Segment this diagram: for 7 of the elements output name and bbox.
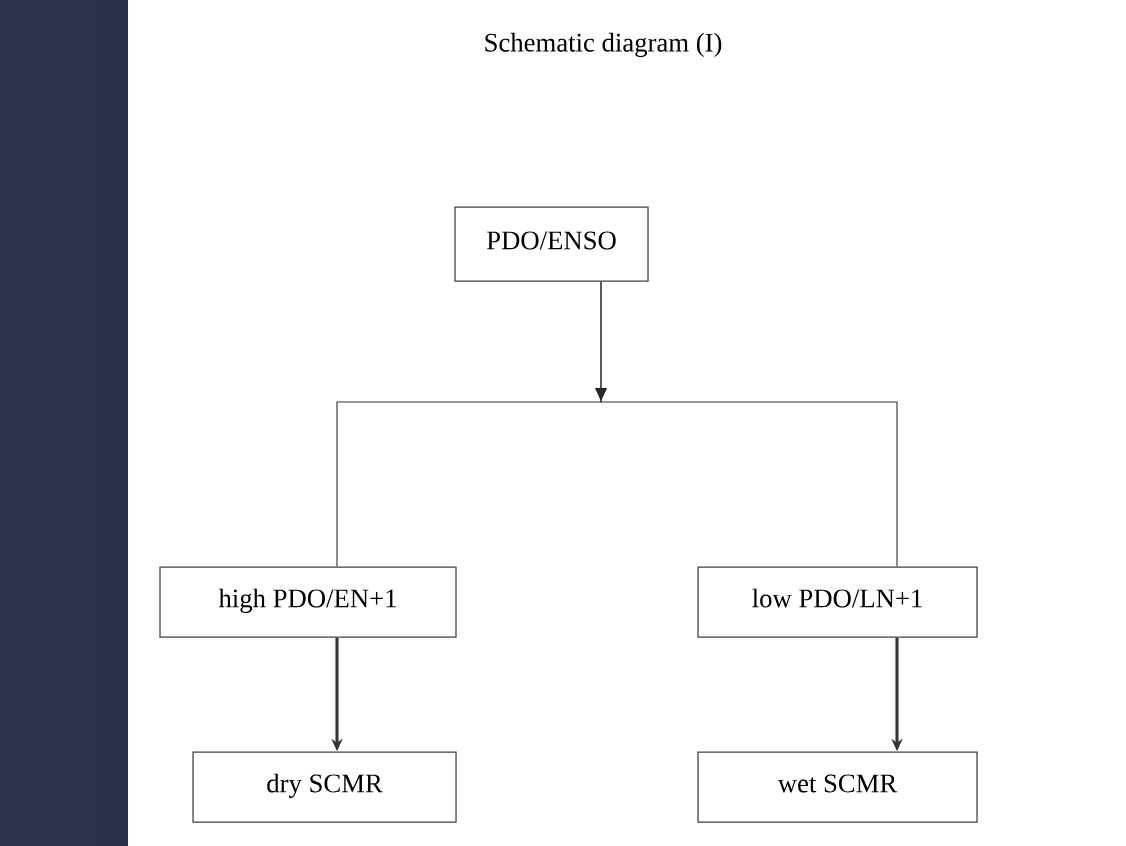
process-box: PDO/ENSO: [454, 206, 649, 282]
title: Schematic diagram (I): [485, 32, 722, 58]
process-box: high PDO/EN+1: [159, 566, 457, 638]
process-box: dry SCMR: [192, 751, 457, 823]
arrow: [595, 281, 898, 567]
process-box: low PDO/LN+1: [697, 566, 978, 638]
process-box: wet SCMR: [697, 751, 978, 823]
